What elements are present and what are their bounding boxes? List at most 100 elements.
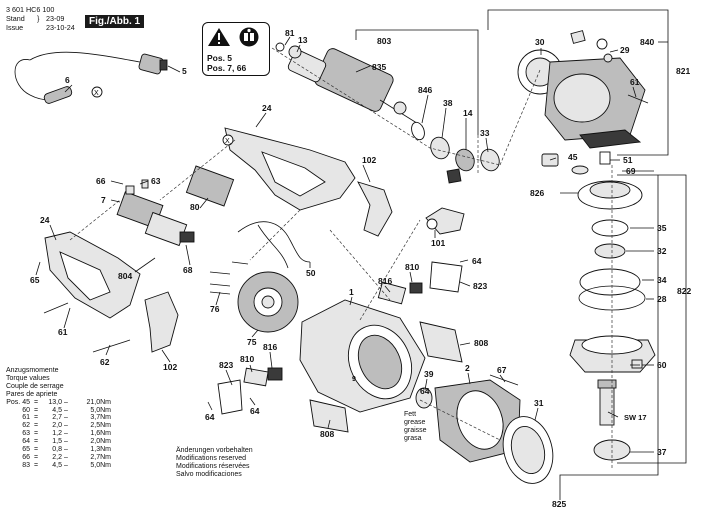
label-29: 29	[620, 45, 630, 55]
bearing-stack	[411, 121, 500, 184]
torque-cell-eq: =	[34, 406, 39, 414]
label-30: 30	[535, 37, 545, 47]
warning-line-1: Pos. 5	[207, 53, 233, 63]
torque-cell-dash: –	[64, 398, 68, 406]
label-1: 1	[349, 287, 354, 297]
torque-cell-v2: 5,0Nm	[90, 461, 111, 469]
torque-cell-pos: 61	[22, 414, 30, 422]
modifications-note: Änderungen vorbehalten Modifications res…	[176, 447, 253, 479]
torque-cell-v2: 1,3Nm	[90, 445, 111, 453]
torque-cell-dash: –	[64, 414, 68, 422]
torque-cell-v1: 1,5	[52, 438, 62, 446]
torque-cell-eq: =	[34, 461, 39, 469]
label-76: 76	[210, 304, 220, 314]
torque-cell-pos: 64	[22, 438, 30, 446]
label-825: 825	[552, 499, 566, 509]
label-835: 835	[372, 62, 386, 72]
motor-housing	[299, 299, 426, 413]
torque-row: 66=2,2–2,7Nm	[6, 453, 111, 462]
torque-cell-eq: =	[34, 430, 39, 438]
leader-lines	[35, 36, 654, 453]
torque-row: 62=2,0–2,5Nm	[6, 422, 111, 430]
label-5: 5	[182, 66, 187, 76]
torque-row: Pos. 45=13,0–21,0Nm	[6, 398, 111, 407]
issue-value: 23-10-24	[46, 23, 75, 32]
torque-cell-pos: Pos. 45	[6, 398, 30, 406]
bracket-lines	[355, 9, 687, 500]
label-61a: 61	[630, 77, 640, 87]
handle-housing-lower	[43, 231, 141, 353]
label-60: 60	[657, 360, 667, 370]
torque-cell-eq: =	[34, 414, 39, 422]
torque-title-en: Torque values	[6, 374, 50, 382]
brush-holder-upper-small	[425, 207, 465, 235]
label-823b: 823	[219, 360, 233, 370]
torque-cell-eq: =	[34, 422, 39, 430]
label-50: 50	[306, 268, 316, 278]
torque-title-de: Anzugsmomente	[6, 367, 59, 374]
mod-de: Änderungen vorbehalten	[176, 447, 253, 454]
mod-es: Salvo modificaciones	[176, 470, 242, 478]
label-846: 846	[418, 85, 432, 95]
label-808a: 808	[474, 338, 488, 348]
torque-cell-v1: 1,2	[52, 430, 62, 438]
torque-cell-dash: –	[64, 430, 68, 438]
torque-cell-v1: 2,7	[52, 414, 62, 422]
label-63: 63	[151, 176, 161, 186]
label-64c: 64	[205, 412, 215, 422]
label-816b: 816	[263, 342, 277, 352]
torque-title-fr: Couple de serrage	[6, 382, 64, 390]
torque-cell-eq: =	[34, 453, 39, 461]
label-808b: 808	[320, 429, 334, 439]
part-labels: 81 13 803 835 846 38 14 33 30 840 29 821…	[30, 28, 691, 509]
label-28: 28	[657, 294, 667, 304]
wiring	[237, 221, 311, 269]
torque-cell-v1: 4,5	[52, 461, 62, 469]
label-80: 80	[190, 202, 200, 212]
torque-cell-dash: –	[64, 422, 68, 430]
torque-cell-v1: 13,0	[48, 398, 62, 406]
torque-cell-eq: =	[34, 445, 39, 453]
label-32: 32	[657, 246, 667, 256]
armature	[275, 42, 421, 126]
issue-label: Issue	[6, 23, 24, 32]
label-62: 62	[100, 357, 110, 367]
label-75: 75	[247, 337, 257, 347]
label-38: 38	[443, 98, 453, 108]
label-69: 69	[626, 166, 636, 176]
stand-brace: }	[37, 14, 40, 23]
label-65: 65	[30, 275, 40, 285]
label-7: 7	[101, 195, 106, 205]
warning-line-2: Pos. 7, 66	[207, 63, 247, 73]
label-810a: 810	[405, 262, 419, 272]
label-13: 13	[298, 35, 308, 45]
label-840: 840	[640, 37, 654, 47]
torque-cell-v2: 2,0Nm	[90, 438, 111, 446]
torque-cell-v2: 3,7Nm	[90, 414, 111, 422]
label-823a: 823	[473, 281, 487, 291]
torque-cell-v1: 4,5	[52, 406, 62, 414]
brush-cover-lower	[144, 291, 179, 353]
warning-box: Pos. 5 Pos. 7, 66	[202, 22, 270, 76]
label-35: 35	[657, 223, 667, 233]
mod-en: Modifications reserved	[176, 454, 247, 462]
power-cord: X	[14, 51, 168, 104]
read-manual-icon	[239, 27, 259, 47]
label-51: 51	[623, 155, 633, 165]
label-821: 821	[676, 66, 690, 76]
torque-cell-pos: 62	[22, 422, 30, 430]
handle-housing-upper: X	[222, 127, 356, 211]
label-37: 37	[657, 447, 667, 457]
fan	[237, 271, 299, 333]
torque-cell-pos: 66	[22, 453, 30, 461]
grease-note: Fett grease graisse grasa	[404, 411, 427, 443]
label-31: 31	[534, 398, 544, 408]
label-33: 33	[480, 128, 490, 138]
wrench-size-label: SW 17	[624, 413, 647, 422]
torque-cell-eq: =	[34, 398, 39, 406]
torque-cell-dash: –	[64, 453, 68, 461]
torque-cell-pos: 83	[22, 461, 30, 469]
torque-cell-dash: –	[64, 406, 68, 414]
doc-number: 3 601 HC6 100	[6, 5, 55, 14]
